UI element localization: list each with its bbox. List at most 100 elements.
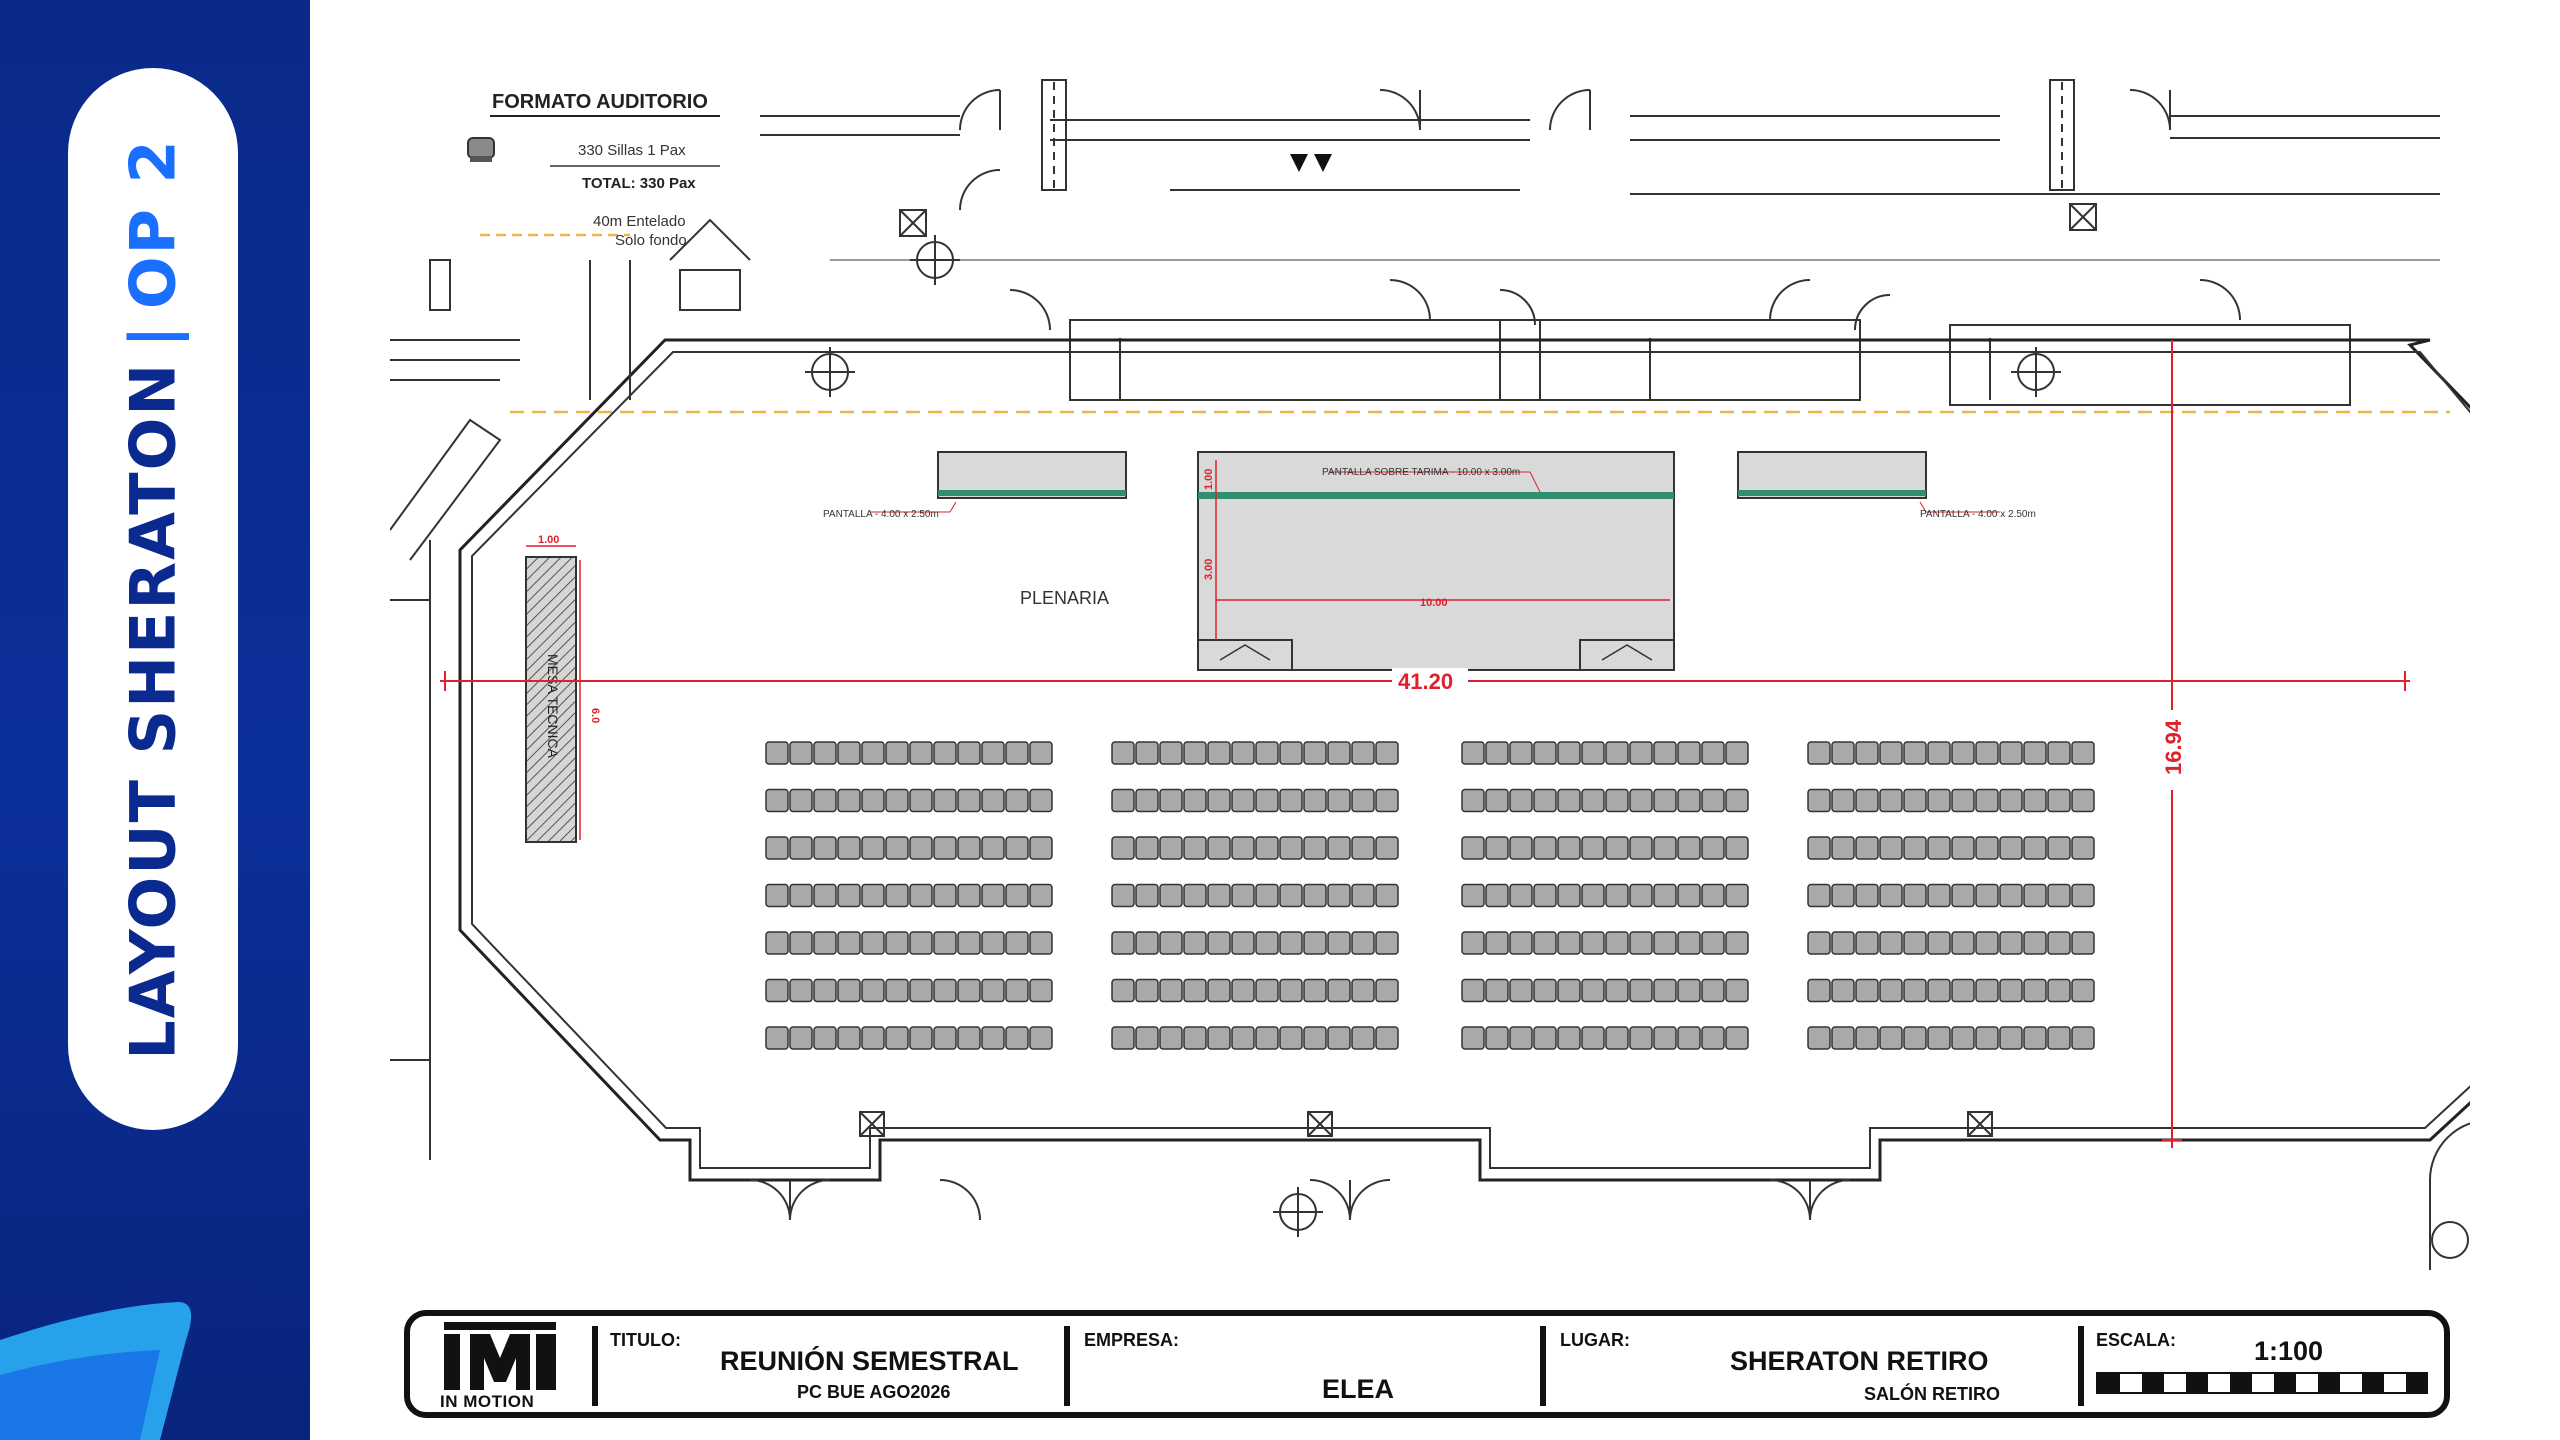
chair	[933, 788, 957, 813]
chair	[2071, 836, 2095, 860]
chair	[1135, 1026, 1159, 1050]
chair	[813, 978, 837, 1003]
chair	[813, 741, 837, 765]
chair	[1557, 931, 1581, 955]
chair	[1629, 836, 1653, 860]
chair	[1231, 836, 1255, 860]
chair	[1653, 883, 1677, 908]
chair-row	[1461, 883, 1749, 908]
chair	[1807, 741, 1831, 765]
chair	[1581, 931, 1605, 955]
chair	[2071, 1026, 2095, 1050]
chair	[1111, 1026, 1135, 1050]
chair	[933, 931, 957, 955]
titulo-sub: PC BUE AGO2026	[797, 1382, 951, 1402]
chair	[1005, 788, 1029, 813]
chair	[861, 883, 885, 908]
page-title-main: LAYOUT SHERATON	[116, 361, 190, 1060]
chair	[1903, 1026, 1927, 1050]
chair	[1927, 978, 1951, 1003]
chair	[1375, 978, 1399, 1003]
stage-depth: 3.00	[1203, 559, 1215, 580]
chair	[1951, 883, 1975, 908]
chair	[789, 836, 813, 860]
chair	[885, 978, 909, 1003]
chair-row	[765, 883, 1053, 908]
chair	[1111, 978, 1135, 1003]
chair	[2047, 978, 2071, 1003]
chair	[1005, 883, 1029, 908]
chair	[837, 1026, 861, 1050]
chair	[813, 788, 837, 813]
chair	[1255, 883, 1279, 908]
chair	[1375, 788, 1399, 813]
chair	[1029, 836, 1053, 860]
divider	[2078, 1326, 2084, 1406]
chair	[1159, 788, 1183, 813]
chair	[1159, 978, 1183, 1003]
chair	[1255, 978, 1279, 1003]
lugar-sub: SALÓN RETIRO	[1864, 1384, 2001, 1404]
chair	[909, 741, 933, 765]
chair	[789, 788, 813, 813]
chair	[1111, 836, 1135, 860]
chair	[1629, 978, 1653, 1003]
chair	[1159, 1026, 1183, 1050]
chair	[1461, 931, 1485, 955]
chair	[1605, 741, 1629, 765]
chair	[981, 788, 1005, 813]
chair	[2047, 836, 2071, 860]
chair	[2023, 788, 2047, 813]
titulo-label: TITULO:	[610, 1330, 681, 1350]
chair	[2071, 883, 2095, 908]
chair	[1557, 978, 1581, 1003]
chair	[1629, 788, 1653, 813]
chair	[1557, 741, 1581, 765]
tech-desk	[525, 545, 581, 843]
chair-row	[1807, 741, 2095, 765]
chair	[1927, 1026, 1951, 1050]
chair	[837, 788, 861, 813]
chair	[957, 931, 981, 955]
chair	[1879, 978, 1903, 1003]
chair	[1999, 836, 2023, 860]
chair	[1557, 788, 1581, 813]
chair	[1605, 883, 1629, 908]
chair	[765, 978, 789, 1003]
chair	[1557, 883, 1581, 908]
chair	[909, 836, 933, 860]
chair	[2023, 836, 2047, 860]
chair	[1903, 741, 1927, 765]
chair	[1629, 931, 1653, 955]
chair	[789, 1026, 813, 1050]
chair-row	[1111, 836, 1399, 860]
chair	[1807, 978, 1831, 1003]
chair	[1509, 788, 1533, 813]
chair	[1677, 883, 1701, 908]
chair	[1485, 836, 1509, 860]
chair	[1485, 788, 1509, 813]
chair	[1951, 836, 1975, 860]
chair	[1581, 788, 1605, 813]
chair	[1279, 836, 1303, 860]
chair	[1975, 931, 1999, 955]
side-screen-left	[937, 451, 1127, 499]
chair	[837, 836, 861, 860]
chair	[1005, 1026, 1029, 1050]
chair	[1975, 836, 1999, 860]
chair	[909, 1026, 933, 1050]
chair	[1701, 836, 1725, 860]
chair	[1509, 931, 1533, 955]
chair	[861, 931, 885, 955]
chair	[885, 836, 909, 860]
chair	[1005, 978, 1029, 1003]
chair	[1831, 836, 1855, 860]
chair	[1485, 1026, 1509, 1050]
chair	[1207, 1026, 1231, 1050]
legend-heading: FORMATO AUDITORIO	[492, 91, 708, 113]
chair	[957, 836, 981, 860]
chair	[1533, 836, 1557, 860]
chair	[1279, 788, 1303, 813]
chair	[1375, 883, 1399, 908]
chair	[1303, 883, 1327, 908]
